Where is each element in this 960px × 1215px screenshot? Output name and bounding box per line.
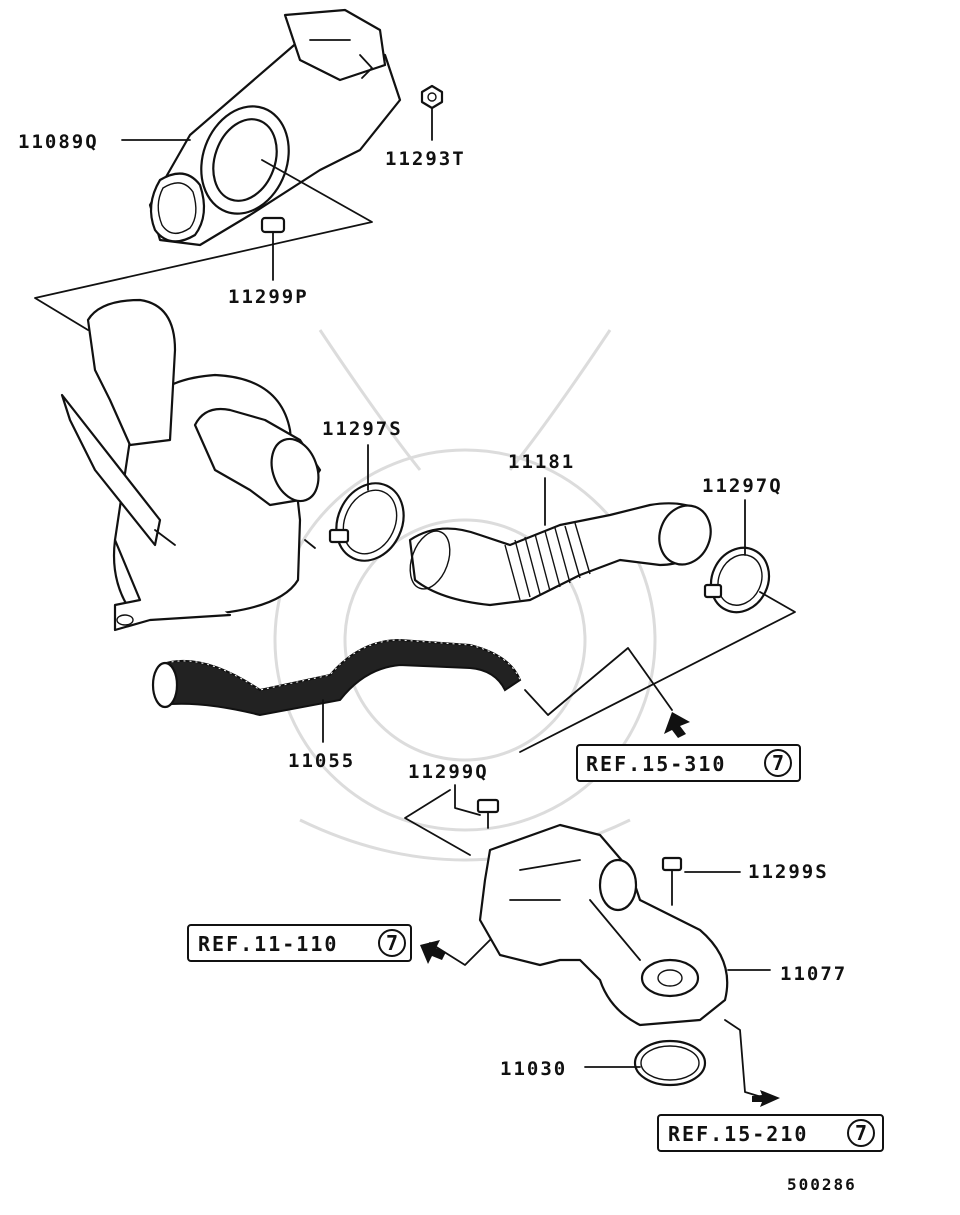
label-11089Q: 11089Q [18, 131, 99, 153]
nut-part [420, 84, 444, 110]
label-11299S: 11299S [748, 861, 829, 883]
label-11055: 11055 [288, 750, 355, 772]
ref-badge: 7 [855, 1121, 869, 1145]
ref-label: REF.11-110 [198, 932, 338, 956]
hose-clamp-11297S [328, 482, 405, 562]
ref-box-15-210[interactable]: REF.15-210 7 [657, 1114, 884, 1152]
intake-duct-part [148, 8, 402, 247]
intake-hose-part [408, 502, 712, 607]
diagram-code: 500286 [787, 1175, 857, 1194]
bolt-part-11299Q [476, 798, 500, 829]
corrugated-hose-part [151, 638, 522, 717]
ref-badge: 7 [386, 931, 400, 955]
air-cleaner-body-part [60, 298, 322, 632]
hose-clamp-11297Q [703, 546, 771, 614]
label-11077: 11077 [780, 963, 847, 985]
leader-lines [34, 107, 796, 1099]
ref-arrow-15-310 [664, 712, 690, 738]
label-11297S: 11297S [322, 418, 403, 440]
resonator-part [478, 823, 729, 1027]
ref-arrow-15-210 [752, 1090, 780, 1107]
label-11299Q: 11299Q [408, 761, 489, 783]
label-11297Q: 11297Q [702, 475, 783, 497]
bolt-part-11299P [260, 216, 286, 245]
ref-label: REF.15-210 [668, 1122, 808, 1146]
ref-box-11-110[interactable]: REF.11-110 7 [187, 924, 412, 962]
bolt-part-11299S [661, 856, 683, 906]
label-11030: 11030 [500, 1058, 567, 1080]
ref-badge-circle [764, 749, 792, 777]
ref-arrow-11-110 [420, 940, 446, 964]
label-11299P: 11299P [228, 286, 309, 308]
label-11293T: 11293T [385, 148, 466, 170]
label-11181: 11181 [508, 451, 575, 473]
gasket-part [633, 1039, 707, 1087]
ref-badge: 7 [772, 751, 786, 775]
ref-label: REF.15-310 [586, 752, 726, 776]
ref-badge-circle [847, 1119, 875, 1147]
ref-badge-circle [378, 929, 406, 957]
ref-box-15-310[interactable]: REF.15-310 7 [576, 744, 801, 782]
